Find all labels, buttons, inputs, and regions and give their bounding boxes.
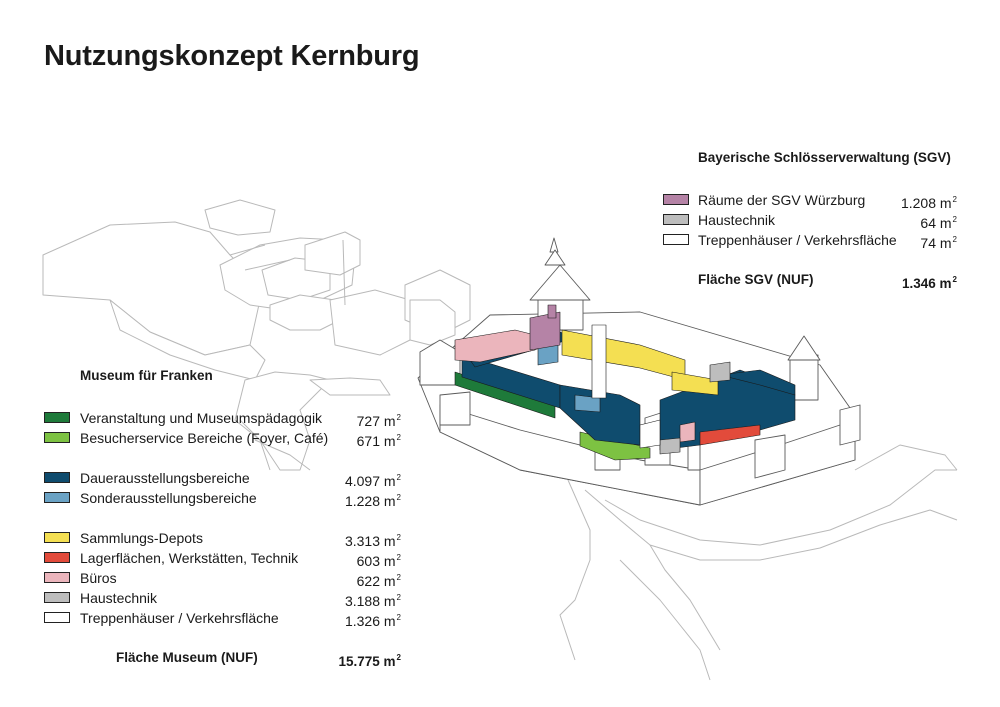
legend-item: Treppenhäuser / Verkehrsfläche 1.326 m2: [44, 608, 401, 629]
color-swatch: [663, 214, 689, 225]
legend-item-value: 622 m2: [356, 573, 401, 589]
legend-item: Besucherservice Bereiche (Foyer, Café) 67…: [44, 428, 401, 449]
legend-group: Veranstaltung und Museumspädagogik 727 m2…: [44, 408, 401, 449]
legend-item: Treppenhäuser / Verkehrsfläche 74 m2: [663, 230, 957, 251]
legend-item: Räume der SGV Würzburg 1.208 m2: [663, 190, 957, 211]
legend-item-value: 74 m2: [920, 235, 957, 251]
legend-total-value: 15.775 m2: [338, 653, 402, 669]
legend-item-label: Lagerflächen, Werkstätten, Technik: [80, 550, 299, 566]
legend-total-value: 1.346 m2: [902, 275, 957, 291]
color-swatch: [44, 472, 70, 483]
legend-item-label: Dauerausstellungsbereiche: [80, 470, 250, 486]
legend-item-label: Veranstaltung und Museumspädagogik: [80, 410, 323, 426]
legend-total-label: Fläche SGV (NUF): [698, 272, 814, 287]
legend-item-value: 1.326 m2: [344, 613, 401, 629]
legend-item-label: Haustechnik: [698, 212, 776, 228]
legend-heading: Bayerische Schlösserverwaltung (SGV): [698, 150, 951, 165]
legend-item-label: Büros: [80, 570, 117, 586]
legend-item-value: 1.228 m2: [344, 493, 401, 509]
sgv-legend: Bayerische Schlösserverwaltung (SGV) Räu…: [663, 150, 957, 291]
surrounding-buildings: [42, 199, 471, 471]
legend-item-value: 3.188 m2: [344, 593, 401, 609]
color-swatch: [44, 412, 70, 423]
color-swatch: [663, 234, 689, 245]
legend-item: Dauerausstellungsbereiche 4.097 m2: [44, 468, 401, 489]
legend-item-value: 4.097 m2: [344, 473, 401, 489]
legend-item-label: Räume der SGV Würzburg: [698, 192, 866, 208]
color-swatch: [44, 612, 70, 623]
color-swatch: [44, 572, 70, 583]
legend-item-label: Besucherservice Bereiche (Foyer, Café): [80, 430, 329, 446]
legend-item-value: 603 m2: [356, 553, 401, 569]
color-swatch: [44, 432, 70, 443]
legend-total-label: Fläche Museum (NUF): [116, 650, 258, 665]
legend-item-value: 3.313 m2: [344, 533, 401, 549]
color-swatch: [44, 592, 70, 603]
page-title: Nutzungskonzept Kernburg: [44, 40, 420, 72]
legend-total: Fläche Museum (NUF) 15.775 m2: [44, 648, 401, 669]
legend-item: Veranstaltung und Museumspädagogik 727 m2: [44, 408, 401, 429]
museum-volumes: [454, 304, 796, 461]
legend-item: Sonderausstellungsbereiche 1.228 m2: [44, 488, 401, 509]
legend-item-label: Treppenhäuser / Verkehrsfläche: [80, 610, 279, 626]
legend-item-label: Haustechnik: [80, 590, 158, 606]
museum-legend: Museum für Franken Veranstaltung und Mus…: [44, 368, 401, 669]
legend-item: Büros 622 m2: [44, 568, 401, 589]
color-swatch: [44, 532, 70, 543]
legend-item: Sammlungs-Depots 3.313 m2: [44, 528, 401, 549]
legend-item-value: 64 m2: [920, 215, 957, 231]
legend-item-label: Sonderausstellungsbereiche: [80, 490, 257, 506]
legend-item: Lagerflächen, Werkstätten, Technik 603 m2: [44, 548, 401, 569]
color-swatch: [44, 552, 70, 563]
legend-item-value: 671 m2: [356, 433, 401, 449]
legend-item: Haustechnik 3.188 m2: [44, 588, 401, 609]
legend-heading: Museum für Franken: [80, 368, 213, 383]
legend-item: Haustechnik 64 m2: [663, 210, 957, 231]
legend-item-value: 1.208 m2: [900, 195, 957, 211]
legend-item-label: Treppenhäuser / Verkehrsfläche: [698, 232, 897, 248]
legend-groups: Veranstaltung und Museumspädagogik 727 m2…: [44, 408, 401, 648]
fortification-outline: [239, 419, 958, 681]
legend-item-label: Sammlungs-Depots: [80, 530, 203, 546]
legend-item-value: 727 m2: [356, 413, 401, 429]
legend-total: Fläche SGV (NUF) 1.346 m2: [663, 270, 957, 291]
color-swatch: [663, 194, 689, 205]
color-swatch: [44, 492, 70, 503]
